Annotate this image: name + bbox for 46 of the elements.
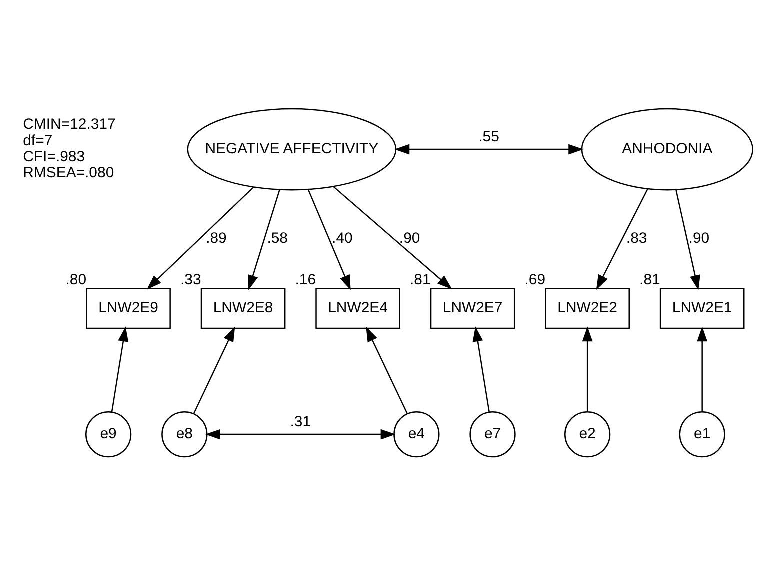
arrow bbox=[596, 188, 648, 290]
node-label: .16 bbox=[295, 270, 316, 288]
node-label: .80 bbox=[66, 270, 87, 288]
node-circle: e2 bbox=[564, 410, 611, 458]
arrow bbox=[333, 186, 452, 290]
arrow bbox=[472, 326, 490, 412]
edge-label: .40 bbox=[332, 230, 353, 247]
arrow bbox=[582, 326, 593, 412]
edge-label: .90 bbox=[399, 230, 420, 247]
label: df=7 bbox=[23, 132, 53, 149]
label: CMIN=12.317 bbox=[23, 116, 116, 133]
edge-label: .83 bbox=[626, 230, 648, 247]
node-box: LNW2E8 bbox=[200, 288, 286, 329]
node-circle: e8 bbox=[162, 410, 208, 458]
arrow bbox=[111, 326, 129, 412]
edge-label: .90 bbox=[688, 230, 710, 247]
node-label: .69 bbox=[524, 270, 546, 288]
label: CFI=.983 bbox=[23, 148, 86, 166]
edge-label: .58 bbox=[267, 230, 288, 247]
edge-label: .55 bbox=[478, 128, 500, 146]
node-box: LNW2E9 bbox=[86, 288, 171, 329]
node-ellipse: ANHODONIA bbox=[581, 108, 754, 190]
label: RMSEA=.080 bbox=[23, 164, 114, 182]
arrow bbox=[366, 326, 408, 414]
node-label: .33 bbox=[180, 270, 202, 288]
node-label: .81 bbox=[640, 270, 660, 288]
arrow bbox=[146, 186, 254, 290]
node-ellipse: NEGATIVE AFFECTIVITY bbox=[187, 108, 397, 190]
node-circle: e9 bbox=[86, 410, 132, 458]
edge-label: .89 bbox=[206, 230, 227, 247]
node-circle: e7 bbox=[470, 410, 516, 458]
node-box: LNW2E2 bbox=[545, 288, 630, 329]
node-circle: e4 bbox=[394, 410, 440, 458]
arrow bbox=[697, 326, 708, 412]
arrow bbox=[205, 428, 396, 440]
arrow bbox=[676, 189, 700, 290]
node-box: LNW2E4 bbox=[316, 288, 400, 329]
arrow bbox=[193, 326, 236, 414]
node-box: LNW2E1 bbox=[660, 288, 745, 329]
edge-label: .31 bbox=[290, 413, 312, 430]
node-label: .81 bbox=[410, 270, 431, 288]
arrow bbox=[394, 144, 584, 154]
arrow bbox=[248, 189, 280, 290]
arrow bbox=[308, 189, 351, 290]
node-circle: e1 bbox=[679, 410, 726, 458]
node-box: LNW2E7 bbox=[430, 288, 516, 329]
